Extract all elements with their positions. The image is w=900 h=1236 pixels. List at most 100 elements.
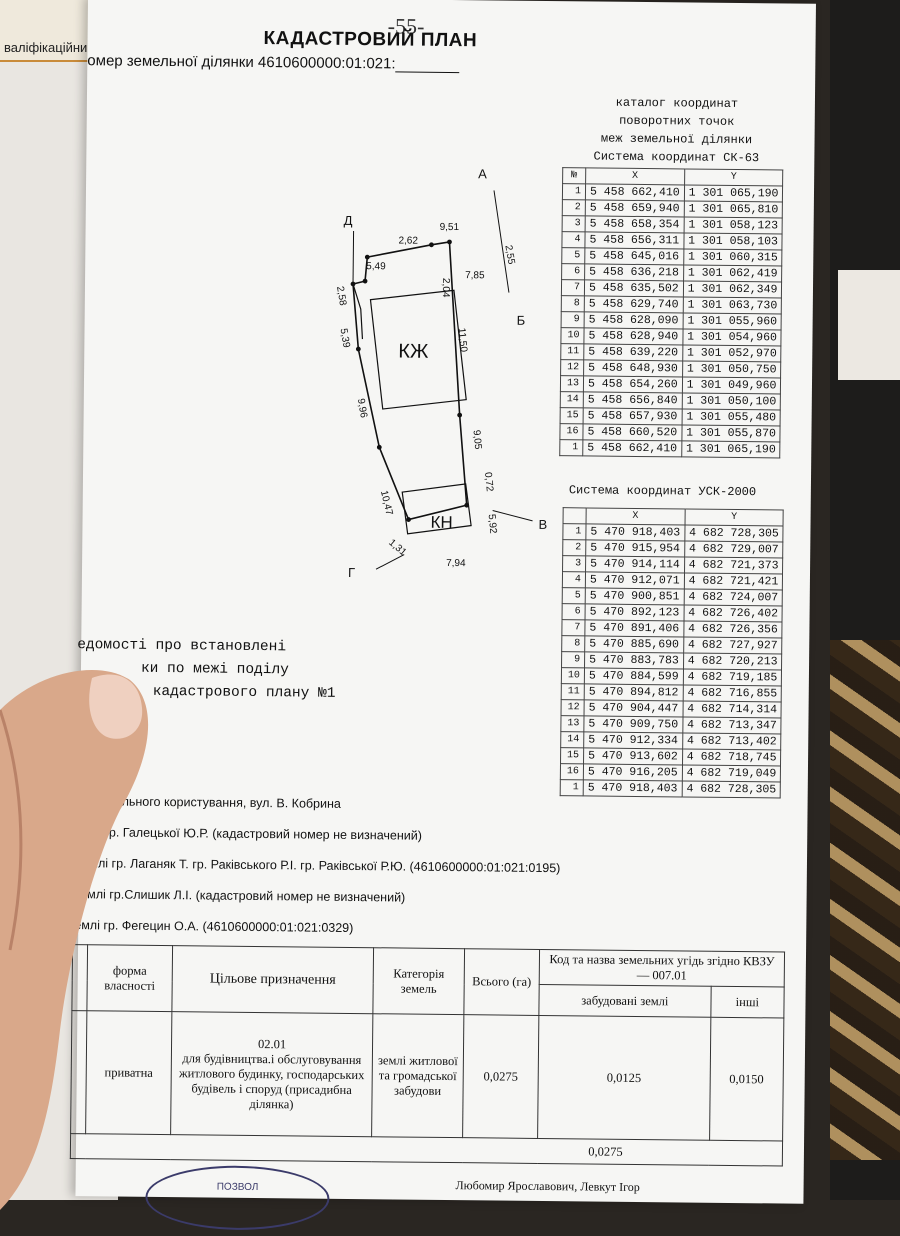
- cell-y: 1 301 052,970: [682, 344, 782, 362]
- dim-label: 1,31: [386, 537, 408, 558]
- dim-label: 5,49: [366, 261, 386, 272]
- cell-x: 5 458 635,502: [584, 279, 684, 297]
- building-kzh: [369, 289, 467, 410]
- background-strip: [0, 0, 90, 62]
- cell-x: 5 470 918,403: [585, 523, 685, 541]
- cell-x: 5 470 918,403: [583, 779, 683, 797]
- cell-point-number: 10: [561, 667, 585, 684]
- boundary-point: [376, 444, 382, 450]
- dim-label: 9,96: [355, 398, 369, 419]
- cell-y: 4 682 721,373: [684, 556, 784, 574]
- cell-x: 5 470 909,750: [583, 715, 683, 733]
- stamp: ПОЗВОЛ: [145, 1164, 330, 1231]
- point-label-a: А: [478, 166, 487, 181]
- cadastral-sheet: -55- КАДАСТРОВИЙ ПЛАН омер земельної діл…: [70, 0, 816, 1231]
- cell-y: 1 301 065,190: [681, 440, 781, 458]
- cell-x: 5 458 648,930: [583, 359, 683, 377]
- dim-label: 2,04: [440, 278, 451, 298]
- cell-point-number: 1: [562, 523, 587, 540]
- cell-x: 5 470 914,114: [585, 555, 685, 573]
- cell-x: 5 458 659,940: [585, 199, 685, 217]
- parcel-number-text: омер земельної ділянки 4610600000:01:021…: [87, 52, 396, 73]
- background-right: [830, 0, 900, 1200]
- dim-label: 5,92: [486, 514, 499, 535]
- cell-y: 4 682 719,049: [682, 764, 781, 782]
- cell-x: 5 458 656,311: [584, 231, 684, 249]
- cell-point-number: 7: [561, 619, 586, 636]
- cell-point-number: 12: [561, 699, 585, 716]
- cell-y: 1 301 062,419: [683, 264, 783, 282]
- cell-x: 5 470 883,783: [584, 651, 684, 669]
- building-label-kn: КН: [430, 513, 452, 532]
- cell-x: 5 470 900,851: [585, 587, 685, 605]
- cell-point-number: 16: [560, 763, 584, 780]
- dim-label: 5,39: [338, 328, 352, 349]
- header-built-up: забудовані землі: [538, 984, 711, 1018]
- cell-point-number: 15: [560, 747, 584, 764]
- cell-purpose-text: для будівництва.і обслуговування житлово…: [178, 1050, 365, 1111]
- dim-label: 11,50: [456, 327, 469, 353]
- cell-y: 4 682 720,213: [683, 652, 783, 670]
- boundary-point: [364, 254, 370, 260]
- boundary-point: [355, 346, 361, 352]
- parcel-plan-drawing: А Б В Г Д КЖ КН 9,51 2,62 5,49 2,55 2,04…: [334, 166, 547, 580]
- boundary-point: [464, 502, 470, 508]
- cell-y: 4 682 726,402: [683, 604, 783, 622]
- arrow-a-b: [493, 190, 510, 293]
- background-label: валіфікаційни: [4, 40, 88, 55]
- cell-x: 5 458 645,016: [584, 247, 684, 265]
- cell-point-number: 8: [561, 635, 585, 652]
- parcel-number-line: омер земельної ділянки 4610600000:01:021…: [87, 52, 460, 74]
- cell-x: 5 470 912,071: [585, 571, 685, 589]
- cell-x: 5 470 885,690: [584, 635, 684, 653]
- cell-y: 1 301 050,100: [681, 392, 781, 410]
- hand-thumb: [0, 670, 149, 1210]
- cell-y: 4 682 713,402: [682, 732, 782, 750]
- cell-y: 4 682 714,314: [682, 700, 782, 718]
- boundary-point: [406, 517, 411, 522]
- point-label-d: Д: [344, 213, 353, 228]
- cell-y: 4 682 727,927: [683, 636, 783, 654]
- cell-y: 1 301 058,123: [683, 216, 783, 234]
- arrow-g: [375, 554, 405, 570]
- catalog-header: каталог координат поворотних точок меж з…: [556, 93, 797, 168]
- dim-label: 2,58: [334, 286, 348, 307]
- cell-x: 5 470 904,447: [584, 699, 683, 717]
- col-header-x: X: [585, 167, 685, 185]
- cell-y: 1 301 054,960: [682, 328, 782, 346]
- cell-x: 5 458 660,520: [582, 423, 682, 441]
- cell-x: 5 470 912,334: [583, 731, 683, 749]
- header-kvzu-code: Код та назва земельних угідь згідно КВЗУ…: [539, 949, 785, 988]
- cell-y: 1 301 055,480: [681, 408, 781, 426]
- header-purpose: Цільове призначення: [171, 945, 374, 1014]
- col-header-y: Y: [684, 168, 784, 186]
- cell-x: 5 458 654,260: [583, 375, 683, 393]
- dim-label: 7,85: [465, 270, 485, 281]
- dim-label: 9,51: [440, 222, 460, 233]
- usk2000-title: Система координат УСК-2000: [568, 483, 757, 500]
- cell-x: 5 458 636,218: [584, 263, 684, 281]
- page-title: КАДАСТРОВИЙ ПЛАН: [263, 28, 478, 52]
- col-header-y: Y: [684, 508, 784, 526]
- cell-x: 5 470 915,954: [585, 539, 685, 557]
- boundary-point: [362, 278, 368, 284]
- cell-y: 4 682 724,007: [683, 588, 783, 606]
- header-other: інші: [710, 986, 785, 1019]
- arrow-d: [352, 230, 355, 284]
- cell-x: 5 458 629,740: [584, 295, 684, 313]
- cell-y: 4 682 721,421: [684, 572, 783, 590]
- cell-point-number: 5: [562, 587, 586, 604]
- cell-y: 4 682 716,855: [682, 684, 782, 702]
- cell-x: 5 458 628,940: [583, 327, 683, 345]
- point-label-v: В: [538, 517, 547, 532]
- header-category: Категорія земель: [372, 947, 465, 1015]
- boundary-point: [429, 242, 434, 248]
- owner-line: Любомир Ярославович, Левкут Ігор: [455, 1178, 640, 1195]
- land-use-table: форма власності Цільове призначення Кате…: [70, 944, 785, 1167]
- col-header-x: X: [586, 507, 685, 525]
- cell-category: землі житлової та громадської забудови: [371, 1013, 464, 1138]
- boundary-point: [457, 412, 463, 418]
